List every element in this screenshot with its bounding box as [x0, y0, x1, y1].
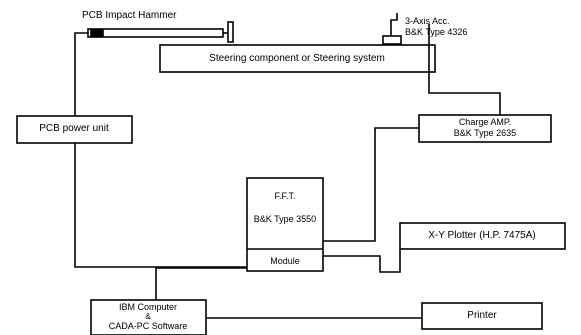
charge-amp-label-line2: B&K Type 2635: [453, 128, 517, 138]
steering-label: Steering component or Steering system: [209, 53, 385, 64]
chargeamp-to-fft-line: [323, 127, 419, 242]
impact-hammer-icon: [87, 21, 234, 43]
printer-box: [421, 302, 543, 330]
steering-box: [159, 44, 436, 73]
power-unit-label: PCB power unit: [39, 123, 109, 134]
accelerometer-label-line1: 3-Axis Acc.: [405, 16, 450, 26]
computer-label-line1: IBM Computer: [118, 302, 178, 312]
acc-to-chargeamp-line: [428, 24, 501, 115]
module-label: Module: [270, 256, 300, 266]
hammer-label: PCB Impact Hammer: [82, 10, 177, 21]
acc-lead-line: [390, 13, 398, 36]
module-to-plotter-line: [323, 249, 401, 273]
plotter-box: [399, 222, 566, 250]
fft-label-line2: B&K Type 3550: [253, 214, 317, 224]
fft-label-line1: F.F.T.: [274, 191, 296, 201]
power-to-module-line: [74, 143, 247, 268]
accelerometer-label-line2: B&K Type 4326: [405, 27, 468, 37]
charge-amp-label-line1: Charge AMP.: [458, 117, 512, 127]
plotter-label: X-Y Plotter (H.P. 7475A): [428, 230, 536, 241]
hammer-to-power-line: [74, 32, 88, 116]
printer-label: Printer: [467, 310, 497, 321]
computer-label-line2: &: [145, 312, 151, 321]
module-to-computer-line: [155, 267, 247, 300]
computer-label-line3: CADA-PC Software: [108, 321, 188, 331]
fft-box: [246, 177, 324, 272]
accelerometer-icon: [382, 35, 402, 45]
